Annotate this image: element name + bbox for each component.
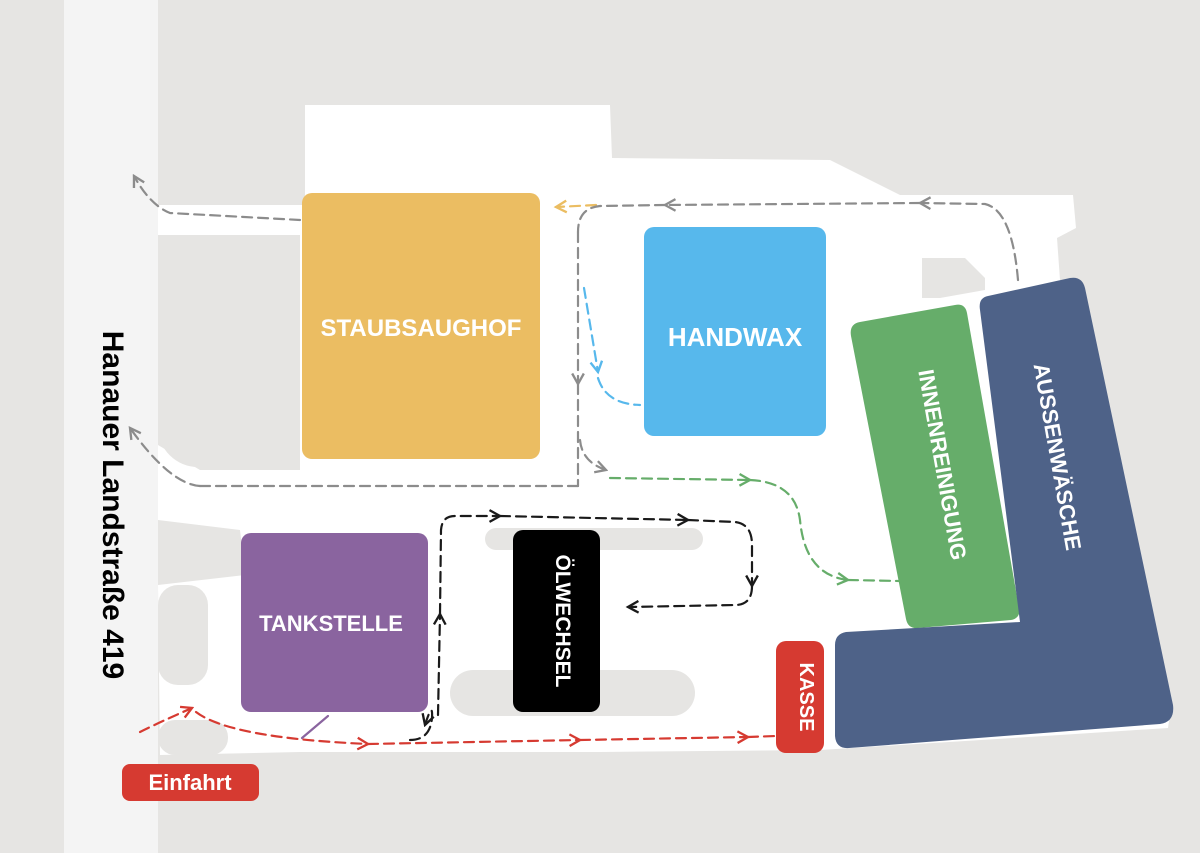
route-black-3 <box>438 516 500 616</box>
route-grey-6 <box>578 438 606 470</box>
route-black-6 <box>628 584 754 607</box>
routes <box>130 176 1020 744</box>
building-staubsaughof-label: STAUBSAUGHOF <box>321 315 522 342</box>
island-tank-left <box>158 585 208 685</box>
building-tankstelle: TANKSTELLE <box>241 533 428 712</box>
route-black-5 <box>686 518 752 586</box>
building-handwax-shape <box>644 227 826 436</box>
route-grey-8 <box>130 428 202 488</box>
route-grey-9 <box>134 176 302 222</box>
route-red-entry-5 <box>746 734 778 739</box>
building-oelwechsel: ÖLWECHSEL <box>513 530 600 712</box>
building-tankstelle-label: TANKSTELLE <box>259 611 403 636</box>
route-green-2 <box>748 478 848 580</box>
building-staubsaughof: STAUBSAUGHOF <box>302 193 540 459</box>
route-red-entry-3 <box>366 740 580 744</box>
building-oelwechsel-shape <box>513 530 600 712</box>
route-grey-2 <box>665 203 922 205</box>
route-black-2 <box>438 614 440 717</box>
street-strip <box>64 0 158 853</box>
einfahrt-badge: Einfahrt <box>122 764 259 801</box>
kasse-label: KASSE <box>795 663 817 732</box>
island-left <box>158 235 300 467</box>
building-aussenwaesche-shape <box>835 277 1174 749</box>
building-tankstelle-shape <box>241 533 428 712</box>
einfahrt-label: Einfahrt <box>148 770 232 795</box>
route-orange <box>556 205 598 207</box>
island-entry <box>158 720 228 755</box>
building-oelwechsel-label: ÖLWECHSEL <box>551 554 574 687</box>
kasse-badge-shape <box>776 641 824 753</box>
route-blue-2 <box>596 376 642 407</box>
route-grey-1 <box>920 203 1020 282</box>
route-grey-3 <box>576 203 667 234</box>
street-name: Hanauer Landstraße 419 <box>96 331 129 679</box>
route-green-3 <box>846 578 902 583</box>
kasse-badge: KASSE <box>776 641 824 753</box>
route-green-1 <box>608 478 750 480</box>
route-red-entry-4 <box>578 737 748 740</box>
building-handwax: HANDWAX <box>644 227 826 436</box>
einfahrt-badge-shape <box>122 764 259 801</box>
route-red-entry-1 <box>138 708 192 734</box>
building-innenreinigung-shape <box>850 304 1020 629</box>
island-right-notch <box>922 258 985 298</box>
route-red-entry-2 <box>194 710 368 744</box>
route-black-1 <box>408 709 432 742</box>
route-blue-1 <box>582 286 598 372</box>
building-handwax-label: HANDWAX <box>668 322 803 352</box>
route-black-4 <box>498 516 688 520</box>
building-aussenwaesche: AUSSENWÄSCHE <box>835 277 1174 749</box>
route-purple-tick <box>300 714 330 740</box>
building-staubsaughof-shape <box>302 193 540 459</box>
building-innenreinigung: INNENREINIGUNG <box>850 304 1020 629</box>
